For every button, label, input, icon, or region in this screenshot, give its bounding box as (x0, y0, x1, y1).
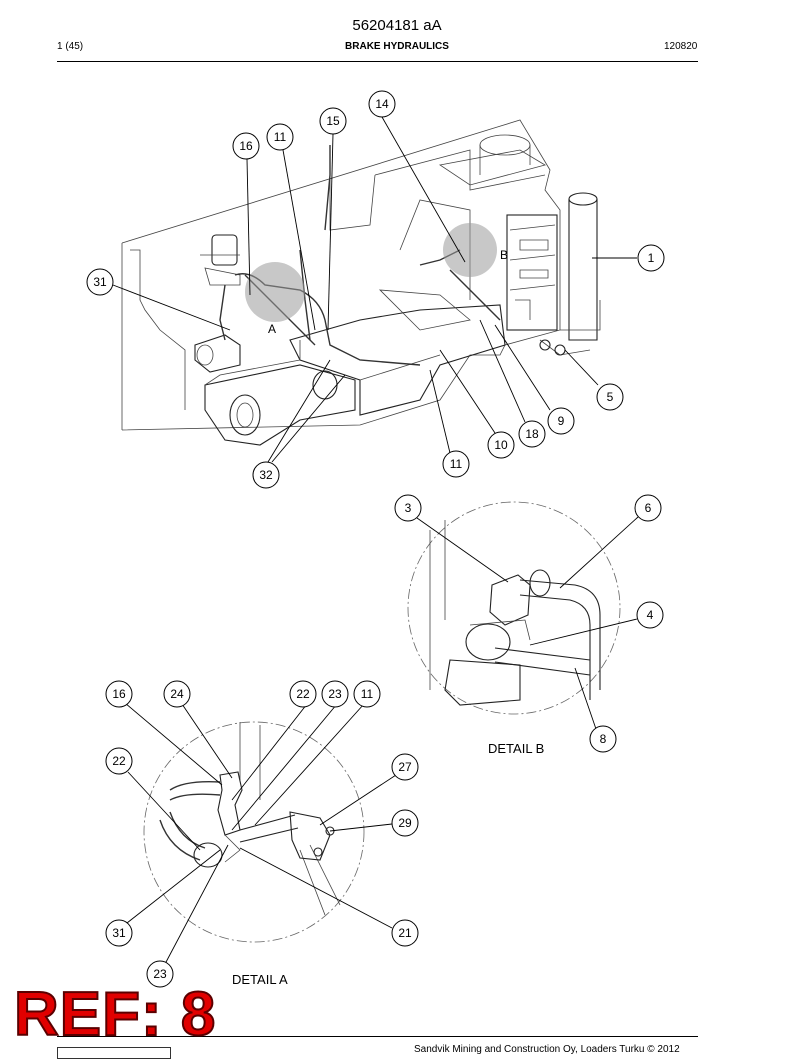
detail-a-drawing (143, 721, 365, 943)
callout-24-label: 24 (170, 687, 184, 701)
detail-a-title: DETAIL A (232, 972, 288, 987)
callout-22-top-label: 22 (296, 687, 310, 701)
callout-4-label: 4 (647, 608, 654, 622)
zone-a-label: A (268, 322, 276, 336)
callout-11-detail-label: 11 (361, 687, 374, 701)
callout-3-label: 3 (405, 501, 412, 515)
callout-1: 1 (637, 244, 665, 272)
callout-6-label: 6 (645, 501, 652, 515)
callout-16-detail: 16 (105, 680, 133, 708)
callout-15-label: 15 (326, 114, 340, 128)
callout-10-label: 10 (494, 438, 508, 452)
callout-6: 6 (634, 494, 662, 522)
callout-32-label: 32 (259, 468, 273, 482)
detail-b-title: DETAIL B (488, 741, 545, 756)
callout-21: 21 (391, 919, 419, 947)
callout-15: 15 (319, 107, 347, 135)
callout-11-bottom-label: 11 (450, 457, 463, 471)
page-number: 1 (45) (57, 41, 84, 52)
page-title: BRAKE HYDRAULICS (345, 41, 449, 52)
callout-1-label: 1 (648, 251, 655, 265)
ref-stamp: REF: 8 (13, 980, 217, 1049)
detail-a-leader-lines (124, 702, 397, 965)
callout-22-left-label: 22 (112, 754, 126, 768)
callout-18: 18 (518, 420, 546, 448)
callout-11-bottom: 11 (442, 450, 470, 478)
callout-16-detail-label: 16 (112, 687, 126, 701)
callout-8-label: 8 (600, 732, 607, 746)
callout-29: 29 (391, 809, 419, 837)
callout-16-main: 16 (232, 132, 260, 160)
callout-23-top: 23 (321, 680, 349, 708)
callout-31-main: 31 (86, 268, 114, 296)
header-rule (57, 61, 698, 62)
callout-27-label: 27 (398, 760, 412, 774)
callout-22-top: 22 (289, 680, 317, 708)
zone-b-label: B (500, 248, 508, 262)
callout-23-top-label: 23 (328, 687, 342, 701)
callout-31-detail: 31 (105, 919, 133, 947)
callout-9-label: 9 (558, 414, 565, 428)
callout-9: 9 (547, 407, 575, 435)
callout-16-main-label: 16 (239, 139, 253, 153)
callout-14: 14 (368, 90, 396, 118)
callout-31-main-label: 31 (93, 275, 107, 289)
callout-14-label: 14 (375, 97, 389, 111)
callout-23-bottom-label: 23 (153, 967, 167, 981)
callout-3: 3 (394, 494, 422, 522)
callout-5-label: 5 (607, 390, 614, 404)
callout-22-left: 22 (105, 747, 133, 775)
callout-18-label: 18 (525, 427, 539, 441)
callout-24: 24 (163, 680, 191, 708)
callout-11-top-label: 11 (274, 130, 287, 144)
callout-5: 5 (596, 383, 624, 411)
callout-10: 10 (487, 431, 515, 459)
callout-11-top: 11 (266, 123, 294, 151)
detail-b-drawing (407, 501, 621, 715)
footer-copyright: Sandvik Mining and Construction Oy, Load… (414, 1044, 680, 1055)
footer-rule (57, 1036, 698, 1037)
callout-21-label: 21 (398, 926, 412, 940)
callout-4: 4 (636, 601, 664, 629)
callout-8: 8 (589, 725, 617, 753)
callout-11-detail: 11 (353, 680, 381, 708)
main-assembly-drawing (121, 119, 601, 446)
document-number: 56204181 aA (352, 17, 442, 34)
callout-27: 27 (391, 753, 419, 781)
callout-31-detail-label: 31 (112, 926, 126, 940)
callout-29-label: 29 (398, 816, 412, 830)
callout-23-bottom: 23 (146, 960, 174, 988)
main-leader-lines (112, 116, 637, 463)
callout-32: 32 (252, 461, 280, 489)
document-date: 120820 (664, 41, 698, 52)
detail-b-leader-lines (416, 516, 639, 730)
